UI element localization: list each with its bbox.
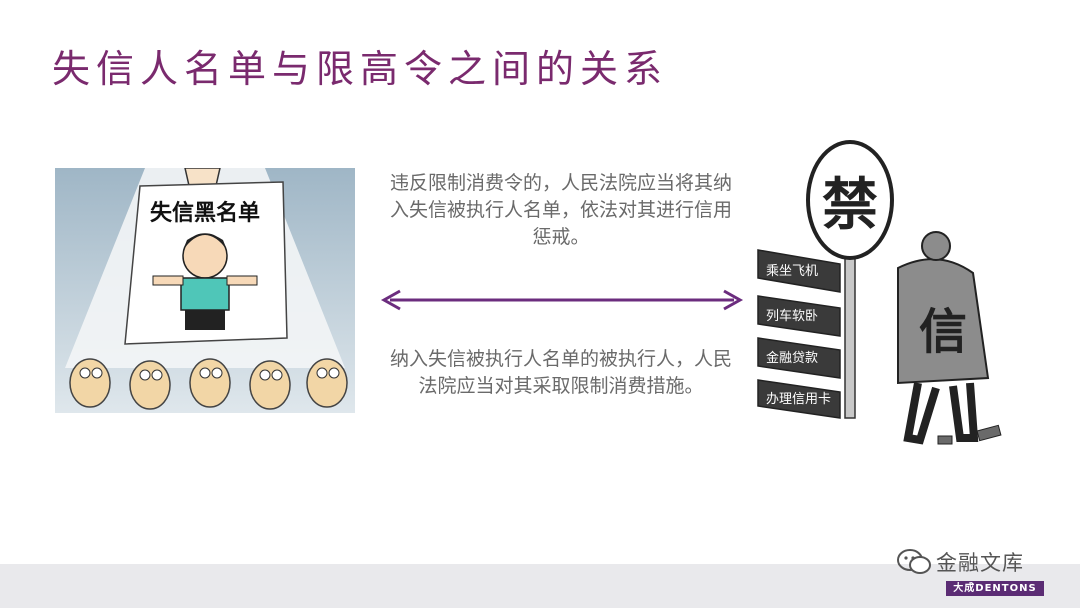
restriction-illustration: 禁 乘坐飞机 列车软卧 金融贷款 办理信用卡 信 (748, 138, 1018, 462)
watermark: 金融文库 (896, 547, 1024, 577)
forbid-sign-text: 禁 (822, 173, 878, 238)
wechat-icon (897, 549, 931, 574)
footer-bar (0, 564, 1080, 608)
blacklist-illustration: 失信黑名单 (55, 167, 355, 417)
blacklist-board-title: 失信黑名单 (150, 200, 260, 226)
dentons-logo: 大成DENTONS (946, 581, 1044, 596)
plate-loan: 金融贷款 (766, 350, 818, 366)
plate-flight: 乘坐飞机 (766, 264, 818, 279)
slide-title: 失信人名单与限高令之间的关系 (52, 47, 669, 91)
double-arrow-icon (378, 288, 746, 316)
paragraph-top: 违反限制消费令的，人民法院应当将其纳入失信被执行人名单，依法对其进行信用惩戒。 (389, 172, 732, 248)
credit-figure-text: 信 (919, 304, 967, 360)
watermark-text: 金融文库 (936, 551, 1024, 575)
paragraph-bottom: 纳入失信被执行人名单的被执行人，人民法院应当对其采取限制消费措施。 (389, 348, 732, 397)
plate-sleeper-train: 列车软卧 (766, 308, 818, 324)
plate-credit-card: 办理信用卡 (766, 392, 831, 407)
